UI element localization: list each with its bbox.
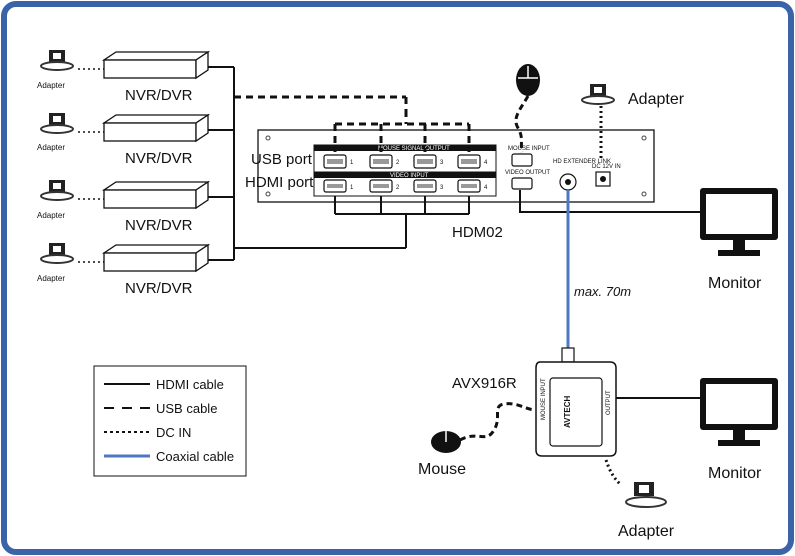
usb-trunk-lines: [234, 95, 408, 110]
top-adapter-label: Adapter: [628, 91, 685, 108]
top-monitor-icon: [700, 188, 778, 256]
source-adapter-label-1: Adapter: [37, 81, 65, 90]
source-adapter-icon-3: [40, 180, 74, 201]
source-adapter-icon-2: [40, 113, 74, 134]
top-adapter-icon: [581, 84, 615, 105]
usb-port-number-1: 1: [350, 160, 354, 166]
nvr-label-4: NVR/DVR: [125, 280, 193, 297]
bottom-adapter-icon: [625, 482, 667, 508]
source-adapter-label-4: Adapter: [37, 274, 65, 283]
bottom-adapter-label: Adapter: [618, 523, 675, 540]
dc-in-label: DC 12V IN: [592, 164, 621, 170]
nvr-box-1: [101, 50, 211, 80]
avx916r-unit: [535, 347, 617, 457]
bottom-monitor-label: Monitor: [708, 465, 762, 482]
source-adapter-label-2: Adapter: [37, 143, 65, 152]
usb-port-dashed-lines: [333, 110, 471, 152]
video-output-label: VIDEO OUTPUT: [505, 170, 550, 176]
mouse-input-label: MOUSE INPUT: [508, 146, 550, 152]
top-monitor-label: Monitor: [708, 275, 762, 292]
bottom-mouse-icon: [431, 431, 461, 453]
legend-label-usb: USB cable: [156, 401, 217, 416]
bottom-monitor-icon: [700, 378, 778, 446]
legend-label-hdmi: HDMI cable: [156, 377, 224, 392]
hdmi-port-lines: [334, 190, 700, 248]
nvr-box-4: [101, 243, 211, 273]
nvr-box-2: [101, 113, 211, 143]
top-mouse-icon: [516, 64, 540, 96]
usb-port-number-2: 2: [396, 160, 400, 166]
hdmi-port-number-3: 3: [440, 185, 444, 191]
mouse-label: Mouse: [418, 461, 466, 478]
mouse-signal-output-label: MOUSE SIGNAL OUTPUT: [378, 146, 450, 152]
nvr-boxes: [101, 50, 211, 273]
avx-label: AVX916R: [452, 375, 517, 392]
nvr-label-2: NVR/DVR: [125, 150, 193, 167]
hdmi-port-label: HDMI port: [245, 174, 314, 191]
nvr-label-3: NVR/DVR: [125, 217, 193, 234]
top-mouse-usb-cable: [514, 95, 530, 153]
legend-label-dc: DC IN: [156, 425, 191, 440]
source-adapter-icon-1: [40, 50, 74, 71]
hd-extender-link-label: HD EXTENDER LINK: [553, 159, 611, 165]
usb-port-number-4: 4: [484, 160, 488, 166]
avx-brand: AVTECH: [563, 395, 572, 428]
nvr-box-3: [101, 180, 211, 210]
hdm02-label: HDM02: [452, 224, 503, 241]
video-input-label: VIDEO INPUT: [390, 173, 429, 179]
bottom-adapter-dc-line: [604, 459, 622, 486]
mouse-input-port: [511, 153, 533, 167]
usb-port-number-3: 3: [440, 160, 444, 166]
nvr-bus-lines: [208, 66, 406, 261]
source-adapter-label-3: Adapter: [37, 211, 65, 220]
video-output-port: [511, 177, 533, 190]
nvr-label-1: NVR/DVR: [125, 87, 193, 104]
distance-label: max. 70m: [574, 284, 631, 299]
legend-label-coax: Coaxial cable: [156, 449, 234, 464]
hdmi-port-number-1: 1: [350, 185, 354, 191]
avx-side-text-left: MOUSE INPUT: [541, 378, 547, 420]
bottom-mouse-usb-cable: [459, 402, 537, 442]
usb-port-label: USB port: [251, 151, 313, 168]
avx-side-text-right: OUTPUT: [606, 390, 612, 415]
source-adapter-icon-4: [40, 243, 74, 264]
hdmi-port-number-4: 4: [484, 185, 488, 191]
hdmi-port-number-2: 2: [396, 185, 400, 191]
